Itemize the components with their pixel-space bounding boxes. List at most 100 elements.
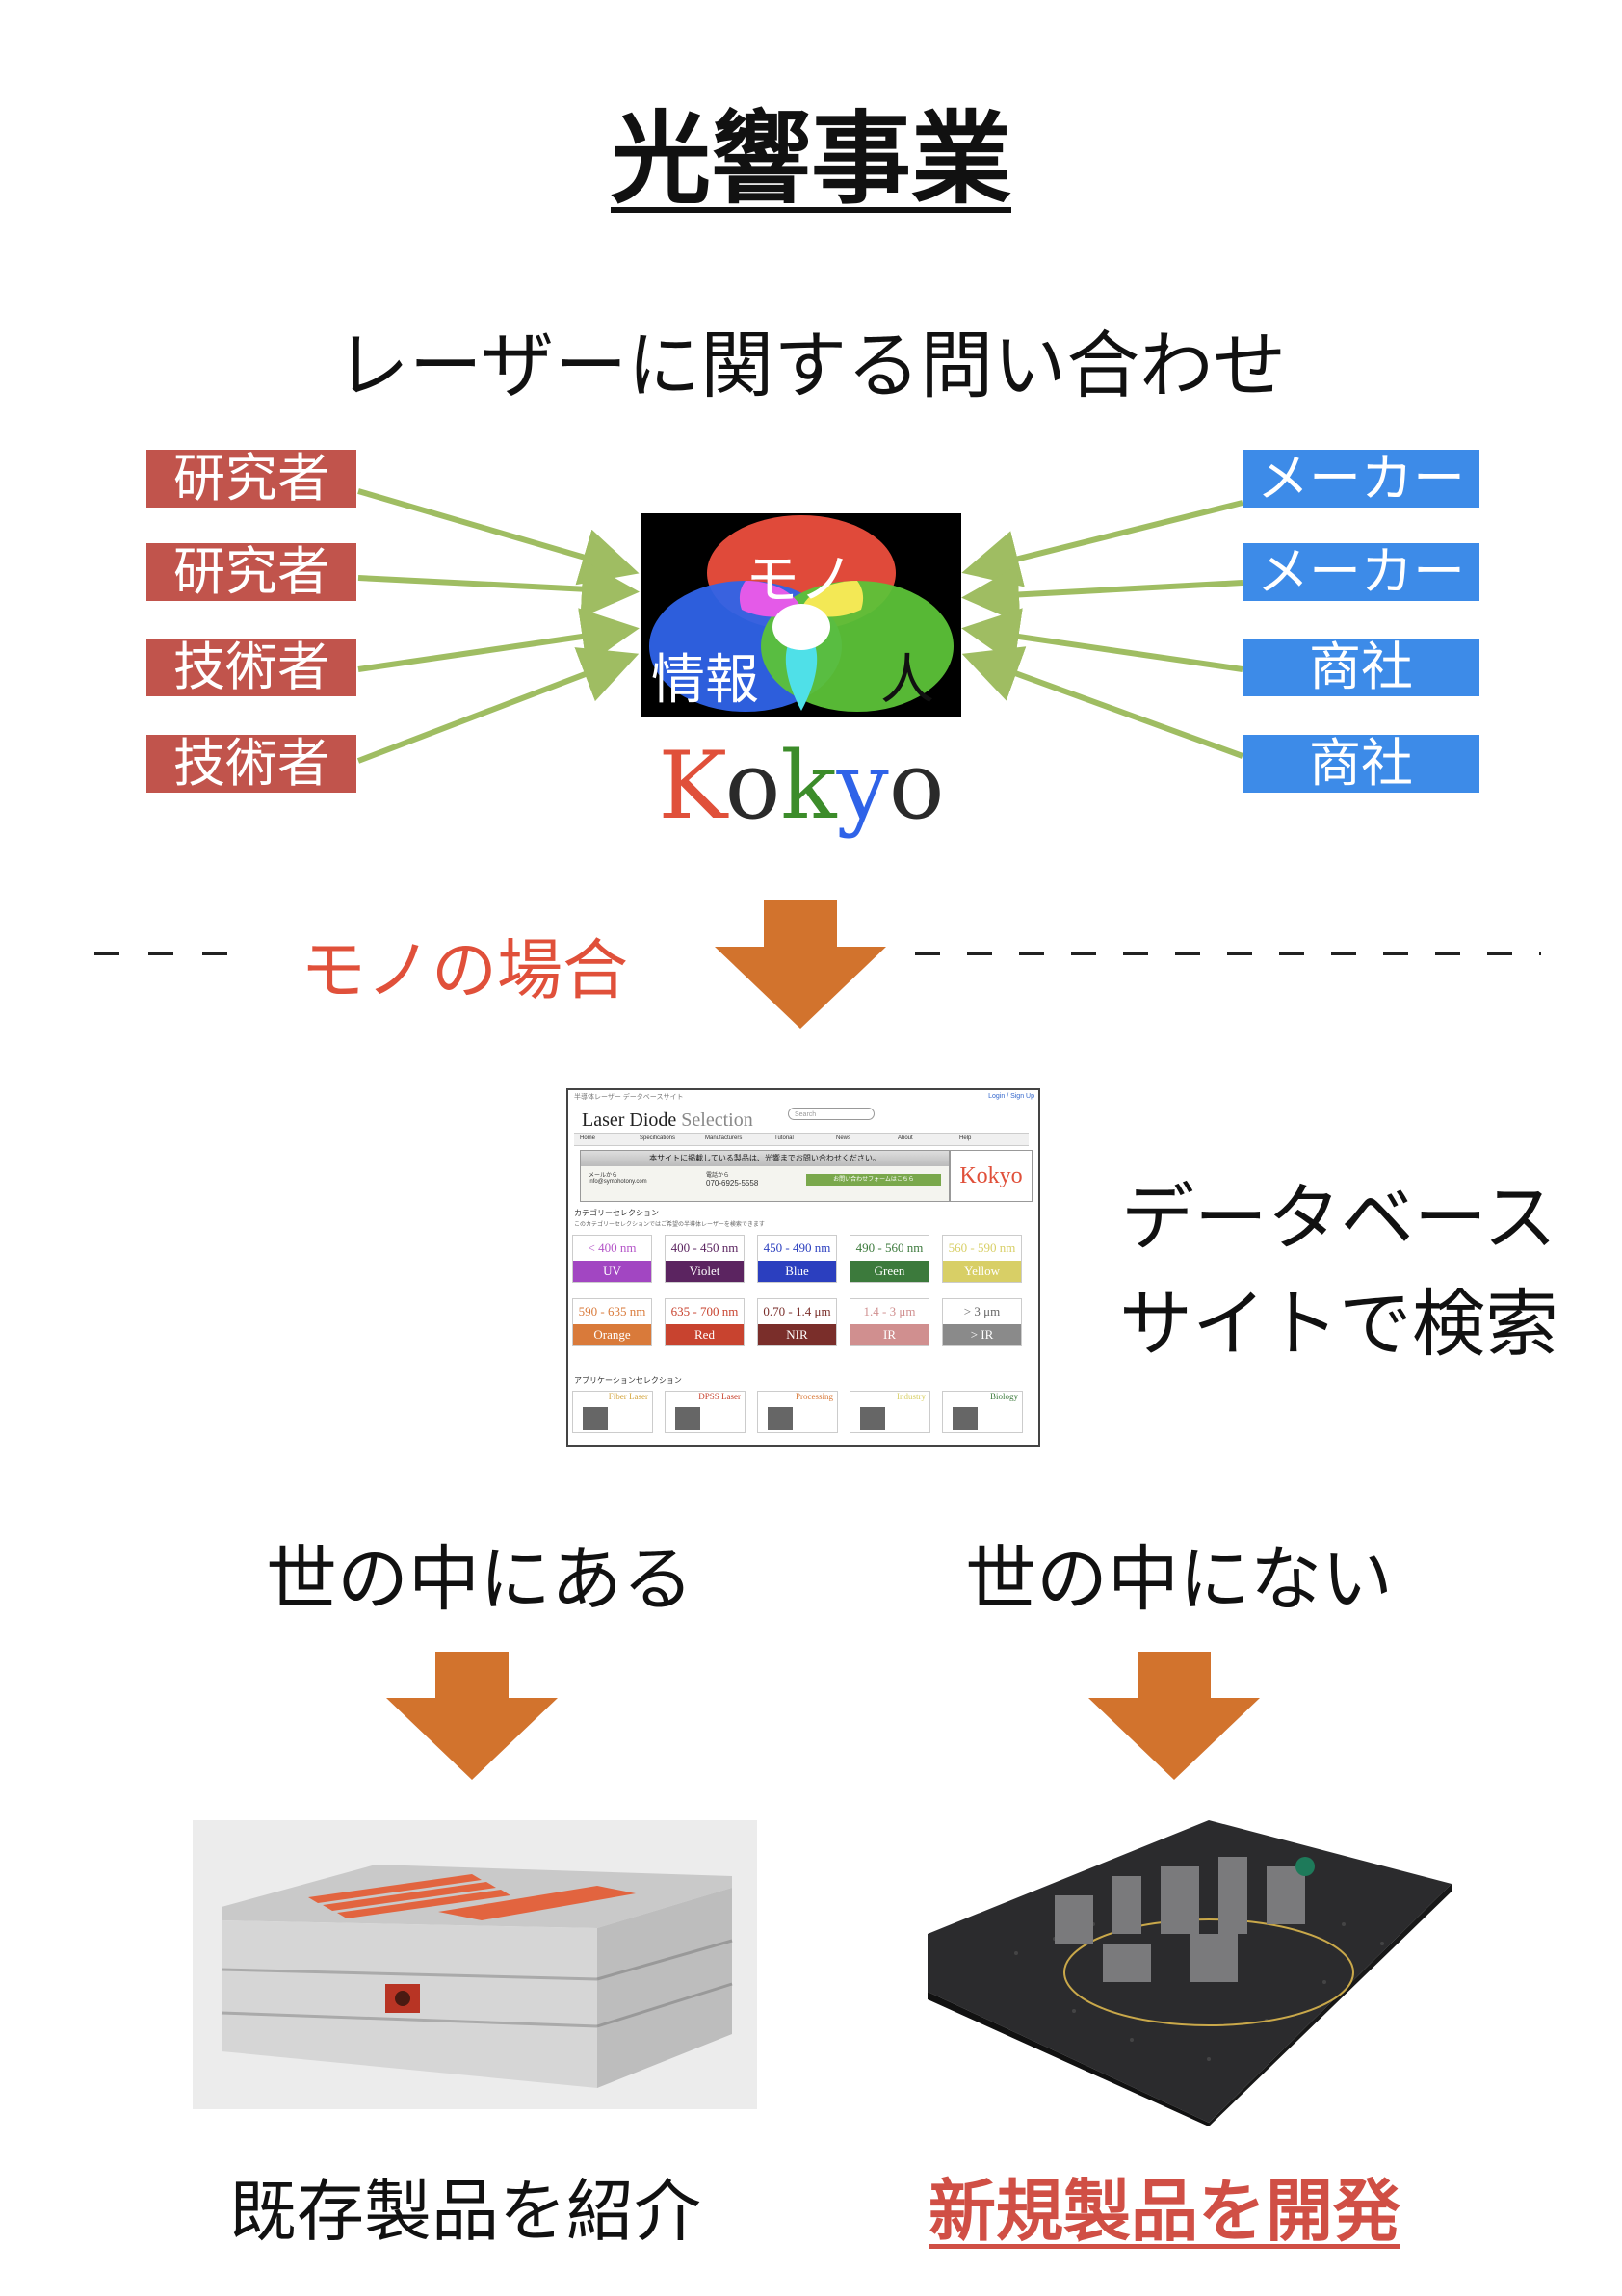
site-category-range: > 3 μm: [963, 1304, 1001, 1318]
site-title-sub: Selection: [681, 1109, 753, 1131]
site-application-label: Industry: [897, 1392, 926, 1401]
site-category-name: Violet: [666, 1261, 744, 1282]
site-application-fiber-laser[interactable]: Fiber Laser: [572, 1391, 653, 1433]
right-tag-maker-1: メーカー: [1243, 450, 1479, 508]
site-nav-news[interactable]: News: [836, 1135, 851, 1141]
venn-label-info: 情報: [651, 649, 759, 712]
right-tag-trading-2: 商社: [1243, 735, 1479, 793]
right-tag-trading-1: 商社: [1243, 639, 1479, 696]
database-line-2: サイトで検索: [1119, 1281, 1558, 1367]
venn-label-mono: モノ: [746, 549, 853, 612]
site-nav-home[interactable]: Home: [580, 1135, 596, 1141]
venn-label-person: 人: [880, 649, 934, 712]
orange-down-arrow-main: [715, 900, 886, 1029]
site-application-label: Biology: [989, 1392, 1018, 1401]
subtitle: レーザーに関する問い合わせ: [335, 323, 1287, 408]
site-category-blue[interactable]: 450 - 490 nm Blue: [757, 1235, 837, 1283]
site-mail-label: メールから: [589, 1173, 618, 1179]
site-nav-help[interactable]: Help: [959, 1135, 972, 1141]
site-category-green[interactable]: 490 - 560 nm Green: [850, 1235, 929, 1283]
site-nav: Home Specifications Manufacturers Tutori…: [574, 1133, 1029, 1146]
orange-down-arrow-right: [1088, 1652, 1260, 1780]
site-top-text: 半導体レーザー データベースサイト: [574, 1094, 684, 1101]
logo-letter-o: o: [724, 732, 781, 840]
site-application-thumbnail: [675, 1407, 700, 1430]
database-line-1: データベース: [1120, 1175, 1557, 1261]
site-category-name: Yellow: [943, 1261, 1021, 1282]
site-application-thumbnail: [768, 1407, 793, 1430]
site-category-violet[interactable]: 400 - 450 nm Violet: [665, 1235, 745, 1283]
left-tag-researcher-1: 研究者: [146, 450, 356, 508]
site-category-heading: カテゴリーセレクション: [574, 1209, 659, 1217]
site-nav-tutorial[interactable]: Tutorial: [774, 1135, 794, 1141]
branch-not-exists: 世の中にない: [965, 1538, 1393, 1621]
site-application-industry[interactable]: Industry: [850, 1391, 930, 1433]
site-search-input[interactable]: Search: [788, 1108, 875, 1120]
left-tag-researcher-2: 研究者: [146, 543, 356, 601]
site-category-range: 0.70 - 1.4 μm: [763, 1304, 831, 1318]
site-title: Laser Diode Selection: [582, 1109, 753, 1132]
logo-letter-y: y: [836, 732, 889, 840]
site-category-name: Blue: [758, 1261, 836, 1282]
site-category-sub: このカテゴリーセレクションではご希望の半導体レーザーを検索できます: [574, 1222, 765, 1228]
site-nav-about[interactable]: About: [898, 1135, 913, 1141]
site-application-processing[interactable]: Processing: [757, 1391, 838, 1433]
site-category-ir[interactable]: 1.4 - 3 μm IR: [850, 1298, 929, 1346]
site-category-range: 590 - 635 nm: [578, 1304, 646, 1318]
case-label: モノの場合: [301, 933, 629, 1009]
site-nav-specifications[interactable]: Specifications: [640, 1135, 676, 1141]
site-form-button[interactable]: お問い合わせフォームはこちら: [806, 1174, 941, 1186]
site-category-range: 1.4 - 3 μm: [863, 1304, 916, 1318]
laser-box-illustration: [193, 1820, 757, 2109]
green-arrow-right-1: [961, 500, 1243, 587]
site-login-link[interactable]: Login / Sign Up: [988, 1093, 1034, 1100]
site-contact-banner: 本サイトに掲載している製品は、光響までお問い合わせください。 メールから inf…: [580, 1150, 950, 1202]
site-category-range: 490 - 560 nm: [855, 1240, 924, 1255]
site-category-range: 635 - 700 nm: [670, 1304, 739, 1318]
site-category-yellow[interactable]: 560 - 590 nm Yellow: [942, 1235, 1022, 1283]
page-title: 光響事業: [610, 100, 1011, 218]
existing-product-photo: [193, 1820, 757, 2109]
site-mail[interactable]: info@symphotony.com: [589, 1179, 647, 1185]
green-arrow-left-3: [357, 608, 640, 672]
green-arrow-left-2: [357, 560, 640, 618]
left-tag-engineer-2: 技術者: [146, 735, 356, 793]
site-banner-title: 本サイトに掲載している製品は、光響までお問い合わせください。: [581, 1151, 949, 1166]
site-phone: 070-6925-5558: [706, 1179, 759, 1187]
site-application-dpss-laser[interactable]: DPSS Laser: [665, 1391, 746, 1433]
site-application-label: Processing: [796, 1392, 833, 1401]
site-category-ir[interactable]: > 3 μm> IR: [942, 1298, 1022, 1346]
green-arrow-right-2: [961, 565, 1243, 624]
site-title-main: Laser Diode: [582, 1109, 677, 1131]
site-application-biology[interactable]: Biology: [942, 1391, 1023, 1433]
logo-letter-k2: k: [780, 732, 837, 840]
site-nav-manufacturers[interactable]: Manufacturers: [705, 1135, 743, 1141]
site-phone-label: 電話から: [706, 1173, 730, 1179]
green-arrow-right-4: [961, 646, 1244, 759]
site-category-name: Green: [850, 1261, 929, 1282]
caption-existing: 既存製品を紹介: [229, 2172, 701, 2251]
kokyo-logo: Kokyo: [641, 732, 961, 840]
site-kokyo-logo: Kokyo: [950, 1150, 1033, 1202]
orange-down-arrow-left: [386, 1652, 558, 1780]
site-category-range: 560 - 590 nm: [948, 1240, 1016, 1255]
new-product-photo: [920, 1799, 1459, 2126]
right-tag-maker-2: メーカー: [1243, 543, 1479, 601]
site-category-range: 400 - 450 nm: [670, 1240, 739, 1255]
left-tag-engineer-1: 技術者: [146, 639, 356, 696]
logo-letter-k: K: [658, 732, 725, 840]
site-category-range: < 400 nm: [588, 1240, 637, 1255]
green-arrow-left-4: [356, 647, 640, 764]
site-application-heading: アプリケーションセレクション: [574, 1376, 682, 1385]
logo-letter-o2: o: [888, 732, 945, 840]
venn-diagram: [649, 515, 954, 712]
green-arrow-right-3: [961, 608, 1243, 672]
site-category-name: IR: [850, 1324, 929, 1345]
site-category-orange[interactable]: 590 - 635 nm Orange: [572, 1298, 652, 1346]
site-category-range: 450 - 490 nm: [763, 1240, 831, 1255]
site-category-name: Orange: [573, 1324, 651, 1345]
